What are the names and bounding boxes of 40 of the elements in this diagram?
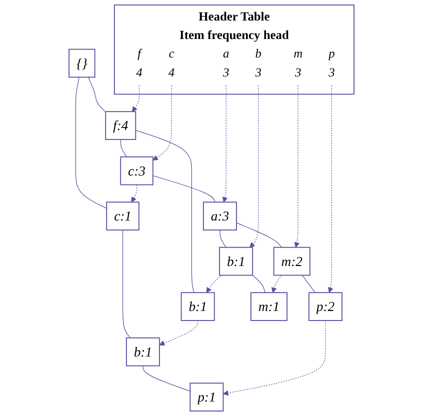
arrow	[222, 85, 228, 202]
node-box: m:2	[273, 246, 310, 276]
connector	[302, 274, 316, 293]
connector	[88, 76, 106, 112]
node-text: b 3	[255, 47, 262, 80]
node-box: p:1	[190, 382, 224, 412]
arrow	[206, 274, 222, 293]
node-box: c:3	[120, 156, 154, 186]
node-box: b:1	[180, 292, 215, 321]
arrow	[294, 85, 300, 248]
node-text: f 4	[136, 47, 142, 80]
arrow	[328, 85, 334, 293]
node-box: p:2	[308, 292, 342, 321]
arrow	[250, 85, 259, 248]
node-box: b:1	[126, 337, 160, 366]
arrow	[132, 85, 140, 112]
node-text: m 3	[294, 47, 303, 80]
connector	[135, 130, 194, 293]
node-box: m:1	[250, 292, 288, 321]
node-box: b:1	[219, 246, 254, 276]
arrow	[152, 85, 172, 161]
arrow	[222, 320, 326, 396]
connector	[120, 139, 128, 158]
arrow	[131, 184, 138, 202]
node-box: {}	[68, 48, 96, 78]
connector	[220, 230, 226, 248]
arrow	[271, 274, 282, 293]
node-text: a 3	[223, 47, 230, 80]
arrow	[159, 320, 198, 346]
connector	[142, 365, 190, 392]
connector	[252, 274, 266, 293]
connector	[152, 175, 216, 202]
connector	[75, 76, 107, 209]
node-box: a:3	[202, 202, 237, 230]
connector	[122, 230, 131, 338]
node-text: p 3	[328, 47, 335, 80]
connector	[236, 222, 282, 248]
node-text: c 4	[168, 47, 175, 80]
node-box: f:4	[105, 111, 136, 140]
node-box: c:1	[106, 202, 140, 230]
